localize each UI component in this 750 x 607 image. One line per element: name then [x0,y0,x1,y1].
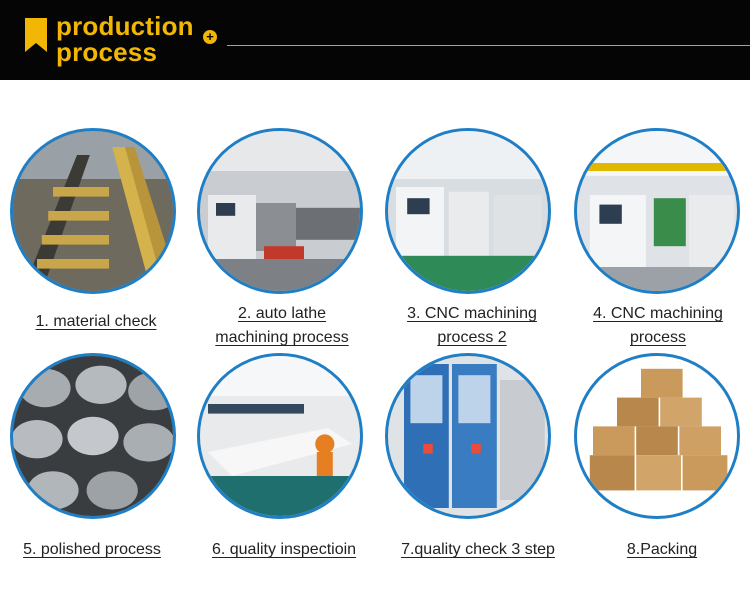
auto-lathe-photo [197,128,363,294]
material-check-photo [10,128,176,294]
step-7-caption: 7.quality check 3 step [388,538,568,562]
plus-icon: + [203,30,217,44]
step-8-caption: 8.Packing [572,538,750,562]
step-2-line-2: machining process [215,329,349,346]
step-3-line-2: process 2 [437,329,507,346]
step-5-caption: 5. polished process [2,538,182,562]
header-banner: production process + [0,0,750,80]
packing-photo [574,353,740,519]
cnc-machining-photo [574,128,740,294]
quality-inspection-photo [197,353,363,519]
polished-process-photo [10,353,176,519]
step-7-line-1: 7.quality check 3 step [401,541,555,558]
step-2-line-1: 2. auto lathe [237,305,327,322]
quality-check-3-step-photo [385,353,551,519]
cnc-machining-2-photo [385,128,551,294]
step-6-caption: 6. quality inspectioin [194,538,374,562]
step-4-line-2: process [629,329,687,346]
page-title: production process [56,13,194,65]
step-8-line-1: 8.Packing [626,541,698,558]
title-line-1: production [56,11,194,41]
bookmark-flag-icon [25,18,47,52]
header-divider [227,45,750,46]
step-4-caption: 4. CNC machining process [568,302,748,350]
step-1-caption: 1. material check [6,310,186,334]
step-2-caption: 2. auto lathe machining process [192,302,372,350]
step-3-caption: 3. CNC machining process 2 [382,302,562,350]
step-4-line-1: 4. CNC machining [593,305,723,322]
step-1-line-1: 1. material check [35,313,157,330]
step-5-line-1: 5. polished process [23,541,161,558]
title-line-2: process [56,37,158,67]
step-6-line-1: 6. quality inspectioin [211,541,357,558]
step-3-line-1: 3. CNC machining [407,305,537,322]
